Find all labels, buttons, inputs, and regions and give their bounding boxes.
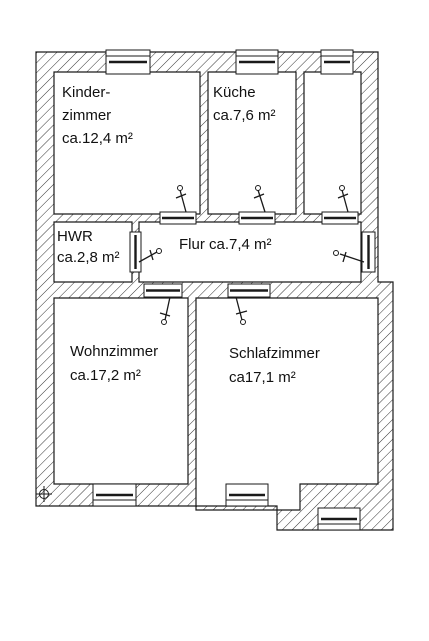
window-schlafzimmer-1 [225,483,269,507]
label-kueche: Küche [213,84,256,101]
window-kinderzimmer [105,49,151,75]
area-hwr: ca.2,8 m² [57,249,120,266]
label-flur: Flur ca.7,4 m² [179,236,272,253]
area-kueche: ca.7,6 m² [213,107,276,124]
outer-walls [35,51,394,531]
label-hwr: HWR [57,228,93,245]
reference-mark-icon [36,486,52,502]
label-wohnzimmer: Wohnzimmer [70,343,158,360]
door-kinderzimmer [159,185,197,225]
area-schlafzimmer: ca17,1 m² [229,369,296,386]
door-hwr [129,231,162,273]
door-kueche [238,185,276,225]
label-kinderzimmer-line2: zimmer [62,107,111,124]
area-wohnzimmer: ca.17,2 m² [70,367,141,384]
door-schlafzimmer [227,283,271,325]
window-bad [320,49,354,75]
door-bad [321,185,359,225]
label-kinderzimmer-line1: Kinder- [62,84,110,101]
door-eingang [333,231,376,273]
label-schlafzimmer: Schlafzimmer [229,345,320,362]
area-kinderzimmer: ca.12,4 m² [62,130,133,147]
door-wohnzimmer [143,283,183,325]
window-wohnzimmer [92,483,137,507]
window-kueche [235,49,279,75]
window-schlafzimmer-2 [317,507,361,531]
